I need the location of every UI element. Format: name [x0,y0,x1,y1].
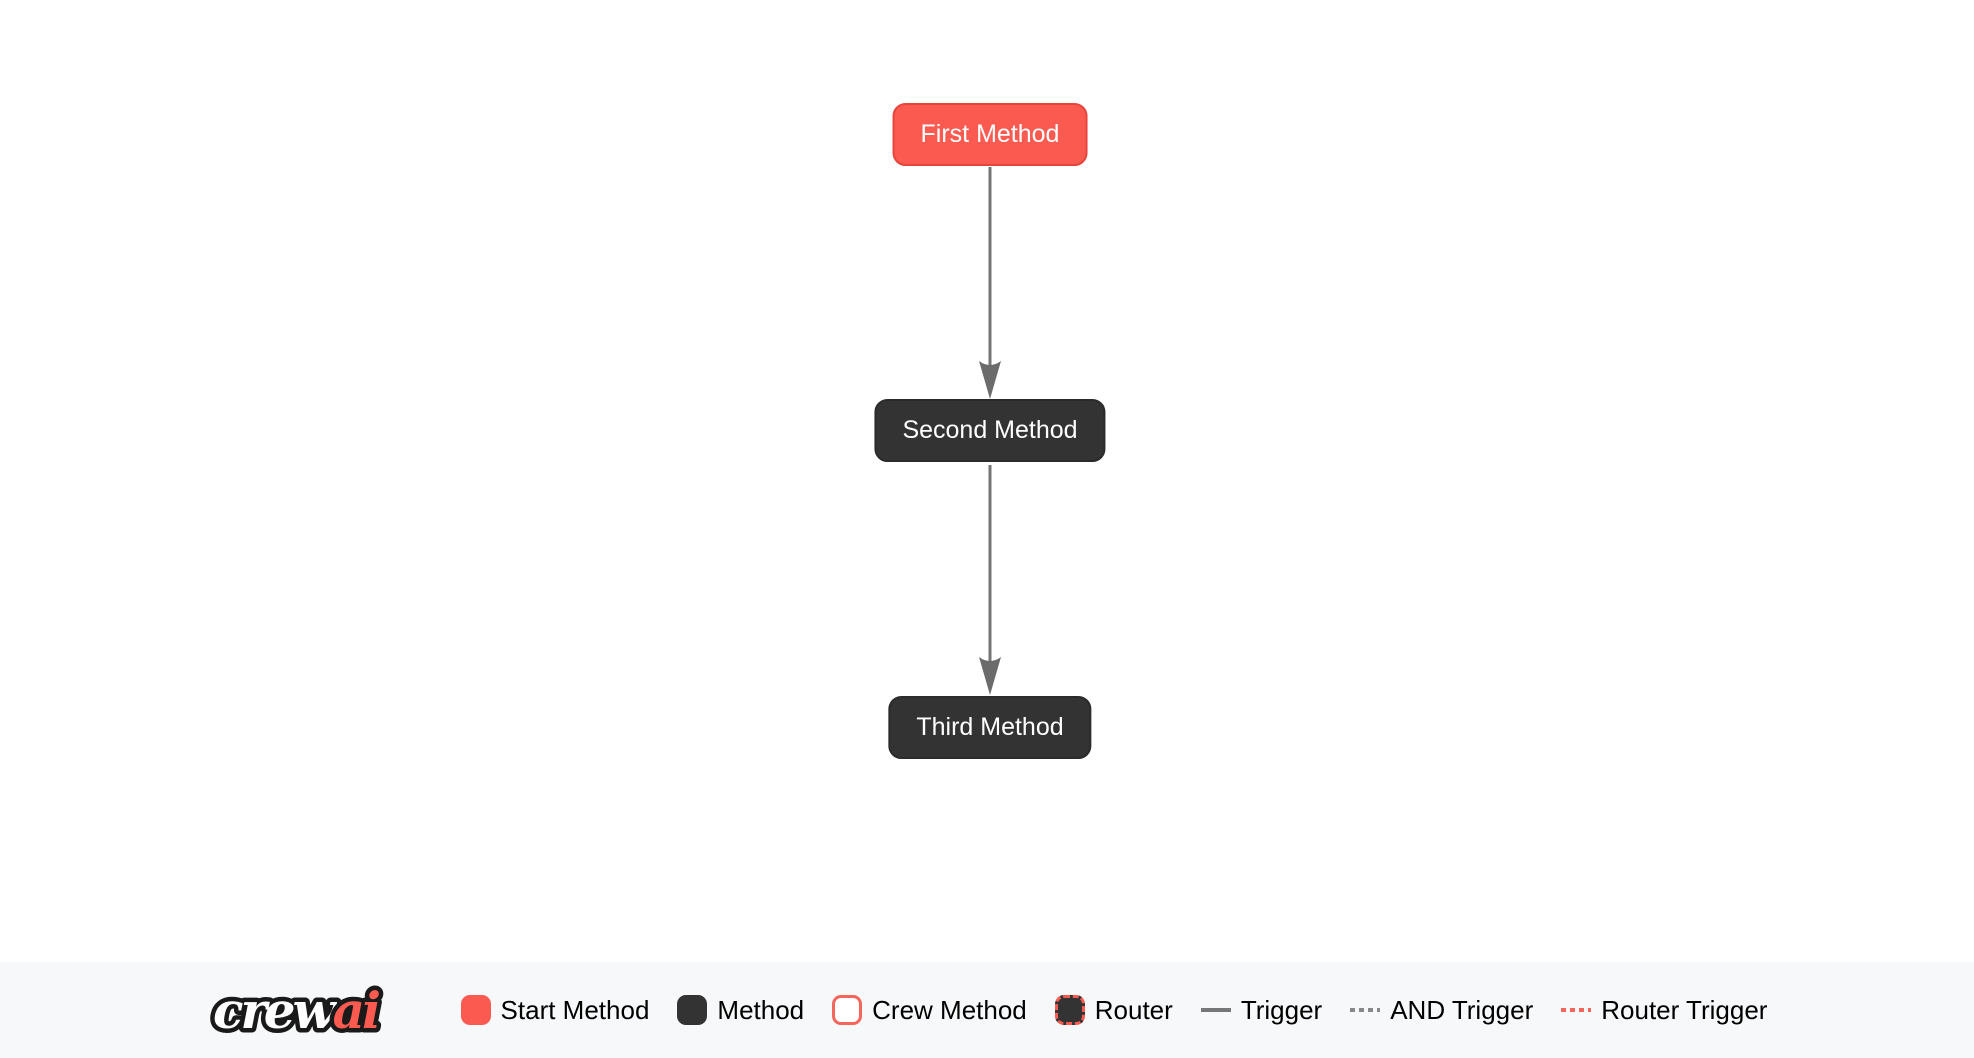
router-trigger-line-icon [1561,1008,1592,1012]
and-trigger-line-icon [1350,1008,1381,1012]
start-method-swatch-icon [460,995,491,1025]
legend-bar: crewai Start Method Method Crew Method R… [0,962,1974,1058]
legend-label: Start Method [500,994,650,1025]
logo-text: crewai [213,981,379,1040]
legend-label: Router [1094,994,1173,1025]
legend-item-trigger: Trigger [1200,994,1323,1026]
legend-label: Method [717,994,805,1025]
node-third-method[interactable]: Third Method [888,696,1092,759]
legend-item-method: Method [677,995,804,1026]
legend-item-crew-method: Crew Method [832,995,1027,1026]
trigger-edge-first-to-second [979,167,1001,399]
legend-label: Router Trigger [1601,994,1768,1025]
logo-text-crew: crew [213,981,338,1040]
legend-item-start-method: Start Method [460,994,650,1026]
legend-label: Trigger [1240,994,1323,1025]
method-swatch-icon [677,995,708,1025]
trigger-edge-second-to-third [979,465,1001,695]
trigger-line-icon [1200,1008,1231,1012]
router-swatch-icon [1054,995,1085,1025]
crew-method-swatch-icon [832,995,863,1025]
legend-item-router: Router [1054,994,1173,1026]
legend-label: AND Trigger [1390,994,1534,1025]
flow-canvas[interactable]: First Method Second Method Third Method [0,0,1974,962]
logo-text-ai: ai [332,981,378,1040]
crewai-logo: crewai [208,977,386,1045]
legend-label: Crew Method [872,994,1027,1025]
node-second-method[interactable]: Second Method [874,399,1106,462]
node-first-method[interactable]: First Method [892,103,1088,166]
legend-item-and-trigger: AND Trigger [1350,995,1533,1026]
legend-item-router-trigger: Router Trigger [1561,995,1767,1026]
arrowhead-down-icon [979,657,1001,695]
arrowhead-down-icon [979,361,1001,399]
